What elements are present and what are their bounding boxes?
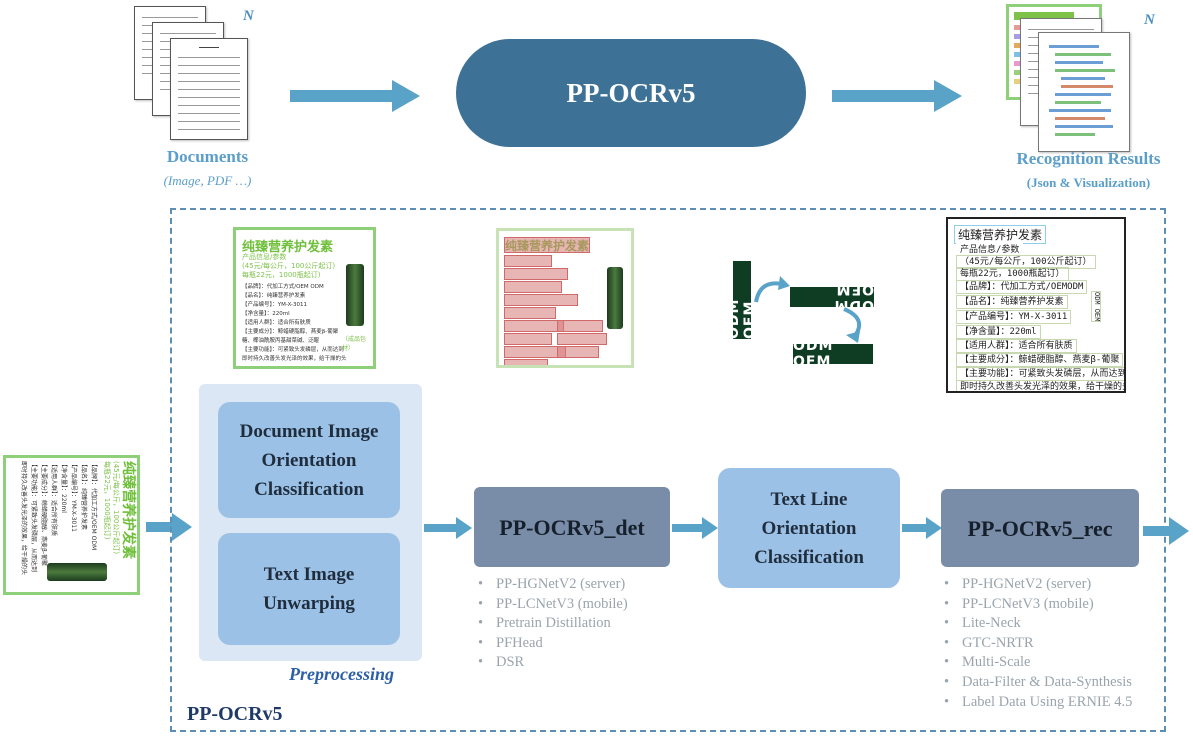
arrow-right-icon: [146, 513, 192, 541]
results-sublabel: (Json & Visualization): [1026, 175, 1151, 190]
det-feature-list: PP-HGNetV2 (server) PP-LCNetV3 (mobile) …: [476, 575, 628, 673]
odm-text-upright: ODM OEM: [793, 338, 873, 370]
rec-feature-list: PP-HGNetV2 (server) PP-LCNetV3 (mobile) …: [942, 575, 1132, 712]
list-item: Lite-Neck: [942, 614, 1132, 634]
documents-sublabel: (Image, PDF …): [163, 173, 252, 188]
list-item: Multi-Scale: [942, 653, 1132, 673]
list-item: Pretrain Distillation: [476, 614, 628, 634]
documents-stack: [132, 4, 262, 144]
pipeline-pill: PP-OCRv5: [456, 39, 806, 147]
odm-text-vertical: ODM OEM: [726, 261, 758, 339]
list-item: Data-Filter & Data-Synthesis: [942, 673, 1132, 693]
rotate-arrow-icon: [843, 307, 862, 343]
recognition-output-image: 纯臻营养护发素 产品信息/参数 （45元/每公斤，100公斤起订） 每瓶22元，…: [946, 217, 1126, 393]
arrow-right-icon: [832, 80, 962, 112]
list-item: DSR: [476, 653, 628, 673]
preprocessing-label: Preprocessing: [289, 664, 394, 684]
list-item: PP-LCNetV3 (mobile): [942, 595, 1132, 615]
arrow-right-icon: [424, 517, 472, 539]
pipeline-frame: [170, 208, 1166, 732]
frame-label: PP-OCRv5: [187, 703, 283, 725]
detection-result-image: 纯臻营养护发素: [496, 228, 634, 368]
document-page-icon: [170, 38, 248, 140]
textline-orientation-box: Text Line Orientation Classification: [718, 468, 900, 588]
arrow-right-icon: [902, 517, 942, 539]
results-label: Recognition Results: [1016, 149, 1161, 168]
list-item: PFHead: [476, 634, 628, 654]
n-count-left: N: [243, 8, 254, 24]
det-model-box: PP-OCRv5_det: [474, 487, 670, 567]
bottle-icon: [607, 267, 623, 329]
unwarping-box: Text Image Unwarping: [218, 533, 400, 645]
n-count-right: N: [1144, 12, 1155, 28]
doc-orientation-box: Document Image Orientation Classificatio…: [218, 402, 400, 518]
documents-label: Documents: [166, 147, 249, 166]
list-item: GTC-NRTR: [942, 634, 1132, 654]
odm-text-upside-down: ODM OEM: [790, 281, 874, 313]
rec-model-box: PP-OCRv5_rec: [941, 489, 1139, 567]
bottle-icon: [346, 264, 364, 326]
arrow-right-icon: [1143, 517, 1189, 545]
result-json-page: [1038, 32, 1130, 152]
arrow-right-icon: [672, 517, 718, 539]
results-stack: [1006, 4, 1166, 154]
list-item: Label Data Using ERNIE 4.5: [942, 693, 1132, 713]
rotate-arrow-icon: [754, 276, 790, 303]
list-item: PP-LCNetV3 (mobile): [476, 595, 628, 615]
corrected-document-image: 纯臻营养护发素 产品信息/参数 (45元/每公斤，100公斤起订) 每瓶22元，…: [233, 227, 376, 369]
list-item: PP-HGNetV2 (server): [476, 575, 628, 595]
bottle-icon: [47, 563, 107, 581]
list-item: PP-HGNetV2 (server): [942, 575, 1132, 595]
arrow-right-icon: [290, 80, 420, 112]
input-image-rotated: 纯臻营养护发素 (45元/每公斤，100公斤起订) 每瓶22元，1000瓶起订)…: [3, 455, 140, 595]
